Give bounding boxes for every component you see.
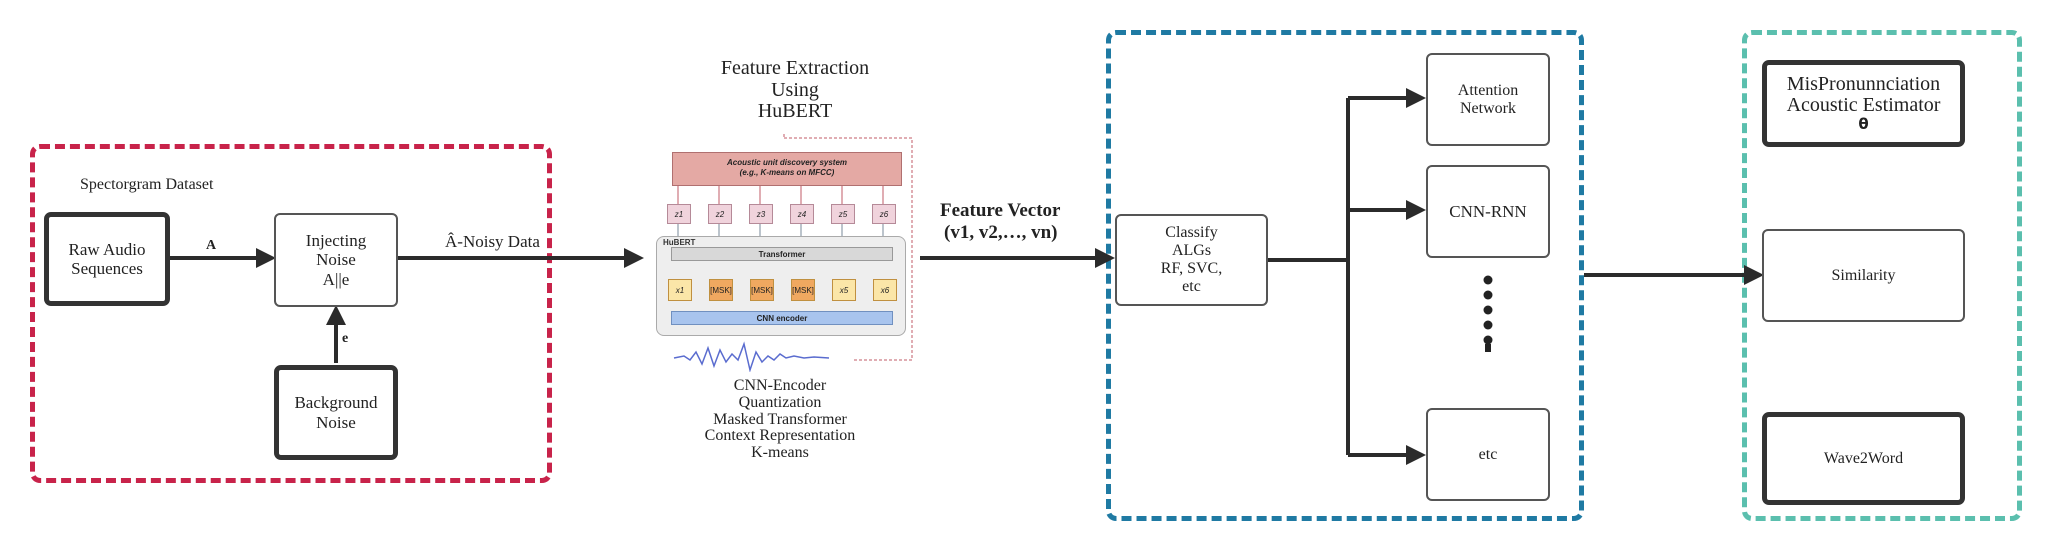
- ellipsis-dots: [1483, 275, 1493, 352]
- estimator-title: MisPronunnciation Acoustic Estimator: [1786, 73, 1941, 117]
- mispronunciation-estimator-box: MisPronunnciation Acoustic Estimator θ: [1762, 60, 1965, 147]
- x-token: x1: [668, 279, 692, 301]
- hubert-steps: CNN-Encoder Quantization Masked Transfor…: [704, 377, 856, 462]
- discovery-line-2: (e.g., K-means on MFCC): [739, 168, 835, 178]
- dataset-group: [30, 144, 552, 483]
- z-token: z5: [831, 204, 855, 224]
- cnn-rnn-box: CNN-RNN: [1426, 165, 1550, 258]
- z-token: z1: [667, 204, 691, 224]
- dataset-title: Spectorgram Dataset: [80, 176, 214, 193]
- msk-token: [MSK]: [709, 279, 733, 301]
- classifier-group: [1106, 30, 1584, 521]
- raw-audio-box: Raw Audio Sequences: [44, 212, 170, 306]
- etc-box: etc: [1426, 408, 1550, 501]
- z-token: z2: [708, 204, 732, 224]
- hubert-panel-label: HuBERT: [663, 238, 696, 247]
- x-token: x5: [832, 279, 856, 301]
- z-token: z6: [872, 204, 896, 224]
- feature-vector-values: (v1, v2,…, vn): [944, 222, 1058, 243]
- classify-algs-box: Classify ALGs RF, SVC, etc: [1115, 214, 1268, 306]
- waveform: [673, 341, 830, 372]
- branch-classify: [1268, 98, 1350, 455]
- feature-vector-title: Feature Vector: [940, 200, 1061, 221]
- hubert-panel: HuBERT Transformer x1 [MSK] [MSK] [MSK] …: [656, 236, 906, 336]
- attention-network-box: Attention Network: [1426, 53, 1550, 146]
- injecting-noise-box: Injecting Noise A||e: [274, 213, 398, 307]
- hubert-figure: Acoustic unit discovery system (e.g., K-…: [654, 134, 914, 372]
- wave2word-box: Wave2Word: [1762, 412, 1965, 505]
- edge-label-e: e: [342, 331, 349, 346]
- z-token: z3: [749, 204, 773, 224]
- theta-symbol: θ: [1858, 115, 1869, 134]
- noisy-data-label: Â-Noisy Data: [445, 232, 540, 251]
- msk-token: [MSK]: [791, 279, 815, 301]
- transformer-bar: Transformer: [671, 247, 893, 261]
- z-token: z4: [790, 204, 814, 224]
- hubert-title: Feature Extraction Using HuBERT: [720, 57, 870, 123]
- edge-label-a: A: [206, 238, 217, 253]
- discovery-line-1: Acoustic unit discovery system: [726, 158, 848, 167]
- msk-token: [MSK]: [750, 279, 774, 301]
- background-noise-box: Background Noise: [274, 365, 398, 460]
- x-token: x6: [873, 279, 897, 301]
- similarity-box: Similarity: [1762, 229, 1965, 322]
- acoustic-unit-discovery-box: Acoustic unit discovery system (e.g., K-…: [672, 152, 902, 186]
- cnn-encoder-bar: CNN encoder: [671, 311, 893, 325]
